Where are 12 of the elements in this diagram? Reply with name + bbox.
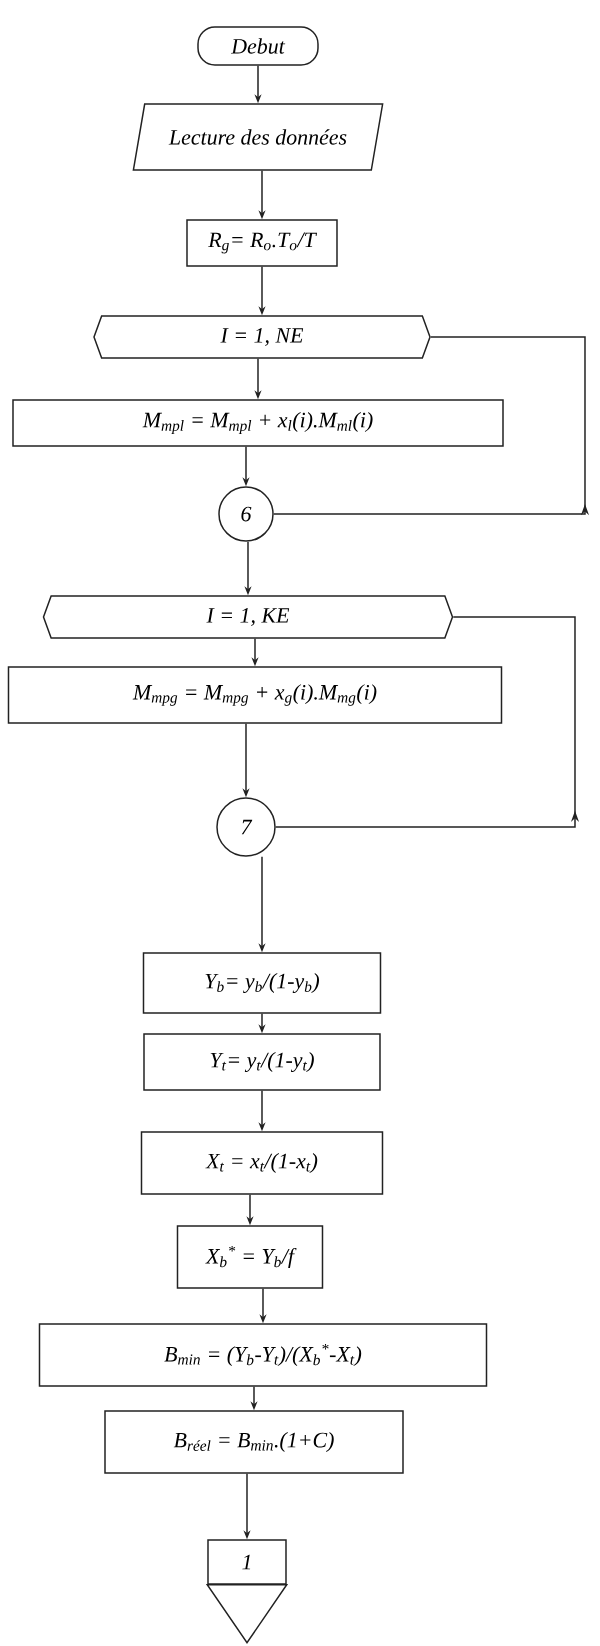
start-terminal: Debut: [197, 26, 319, 66]
process-box: X$_{t}$ = x$_{t}$/(1-x$_{t}$): [140, 1131, 384, 1195]
process-box: B$_{min}$ = (Y$_{b}$-Y$_{t}$)/(X$_{b}$$^{*}$-X$_{t}$): [38, 1323, 488, 1387]
process-box: X$_{b}$$^{*}$ = Y$_{b}$/f: [176, 1225, 324, 1289]
process-box: M$_{mpg}$ = M$_{mpg}$ + x$_{g}$(i).M$_{mg}$(i): [7, 666, 503, 724]
process-box: Y$_{t}$= y$_{t}$/(1-y$_{t}$): [143, 1033, 381, 1091]
process-box: B$_{réel}$ = B$_{min}$.(1+C): [104, 1410, 404, 1474]
process-box: M$_{mpl}$ = M$_{mpl}$ + x$_{l}$(i).M$_{ml}$(i): [12, 399, 504, 447]
input-parallelogram: Lecture des données: [132, 103, 384, 171]
process-box: R$_{g}$= R$_{o}$.T$_{o}$/T: [186, 219, 338, 267]
node-label: 1: [242, 1554, 251, 1570]
process-box: Y$_{b}$= y$_{b}$/(1-y$_{b}$): [142, 952, 382, 1014]
